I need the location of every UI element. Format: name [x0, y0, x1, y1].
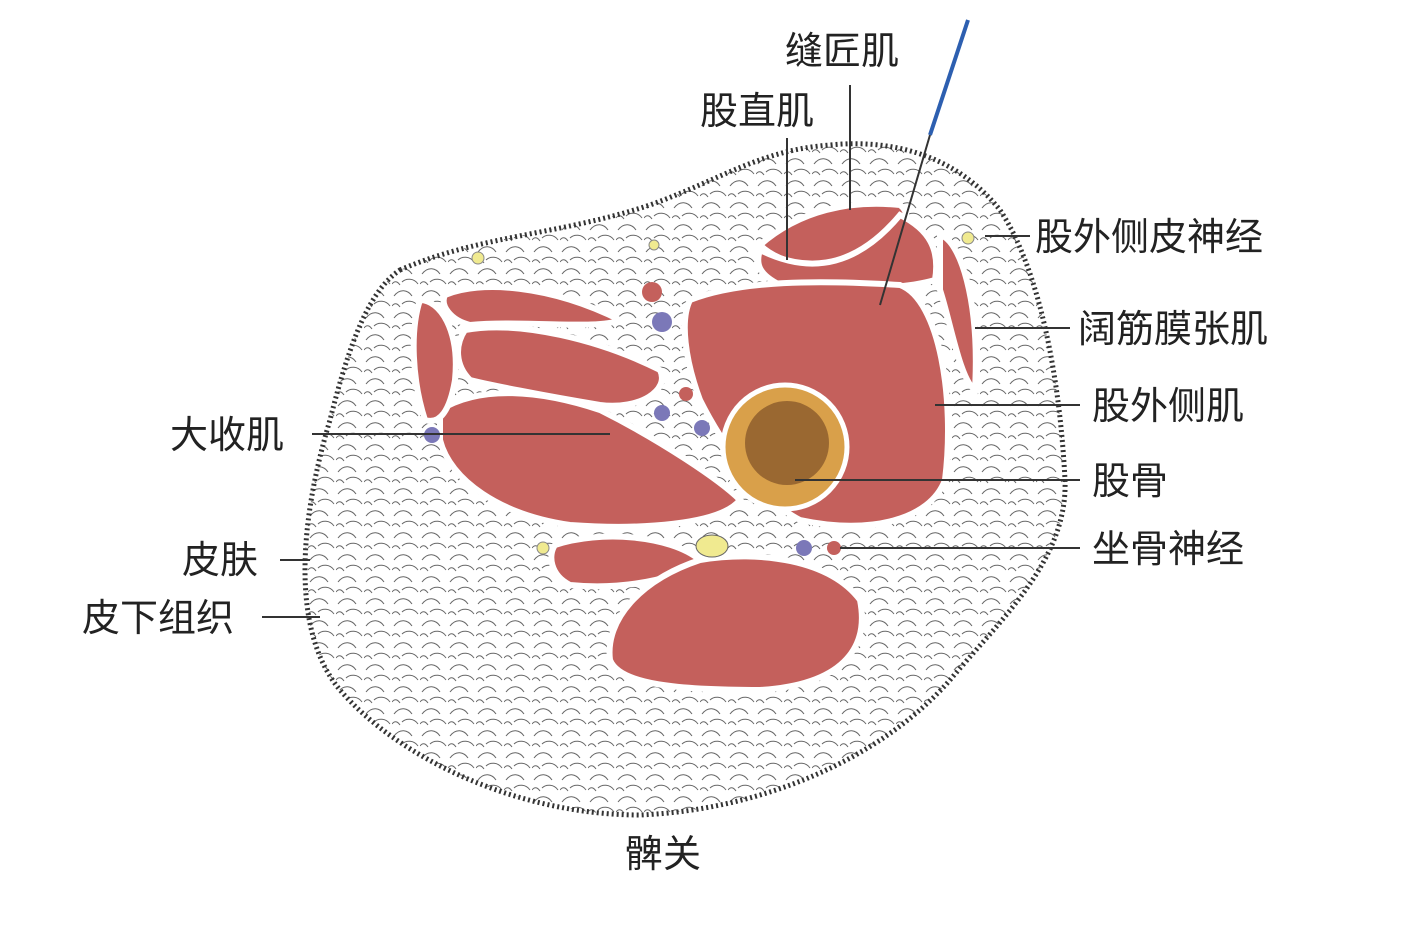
diagram-title: 髀关 [625, 832, 702, 876]
femur-marrow [745, 401, 829, 485]
label-tensor-fasciae-latae: 阔筋膜张肌 [1078, 307, 1269, 351]
vessel [694, 420, 710, 436]
vessel [652, 312, 672, 332]
hamstring-muscle [606, 553, 865, 694]
label-rectus-femoris: 股直肌 [700, 89, 815, 133]
needle-path [879, 134, 931, 306]
label-sartorius: 缝匠肌 [785, 29, 900, 73]
acupuncture-needle [928, 19, 970, 136]
vessel [679, 387, 693, 401]
label-vastus-lateralis: 股外侧肌 [1092, 384, 1245, 428]
leader-lines [262, 85, 1080, 618]
vessel [796, 540, 812, 556]
nerve [648, 239, 660, 251]
label-sciatic-nerve: 坐骨神经 [1092, 527, 1245, 571]
vessel [654, 405, 670, 421]
label-lateral-femoral-cutaneous-nerve: 股外侧皮神经 [1035, 215, 1264, 259]
sciatic-nerve-shape [695, 534, 729, 558]
label-subcutaneous-tissue: 皮下组织 [82, 596, 235, 640]
label-skin: 皮肤 [182, 538, 259, 582]
tensor-fasciae-latae-muscle [937, 231, 979, 396]
vessel [642, 282, 662, 302]
label-femur: 股骨 [1092, 459, 1169, 503]
nerve [536, 541, 550, 555]
vessel [827, 541, 841, 555]
label-adductor-magnus: 大收肌 [170, 413, 285, 457]
nerve [961, 231, 975, 245]
nerve [471, 251, 485, 265]
